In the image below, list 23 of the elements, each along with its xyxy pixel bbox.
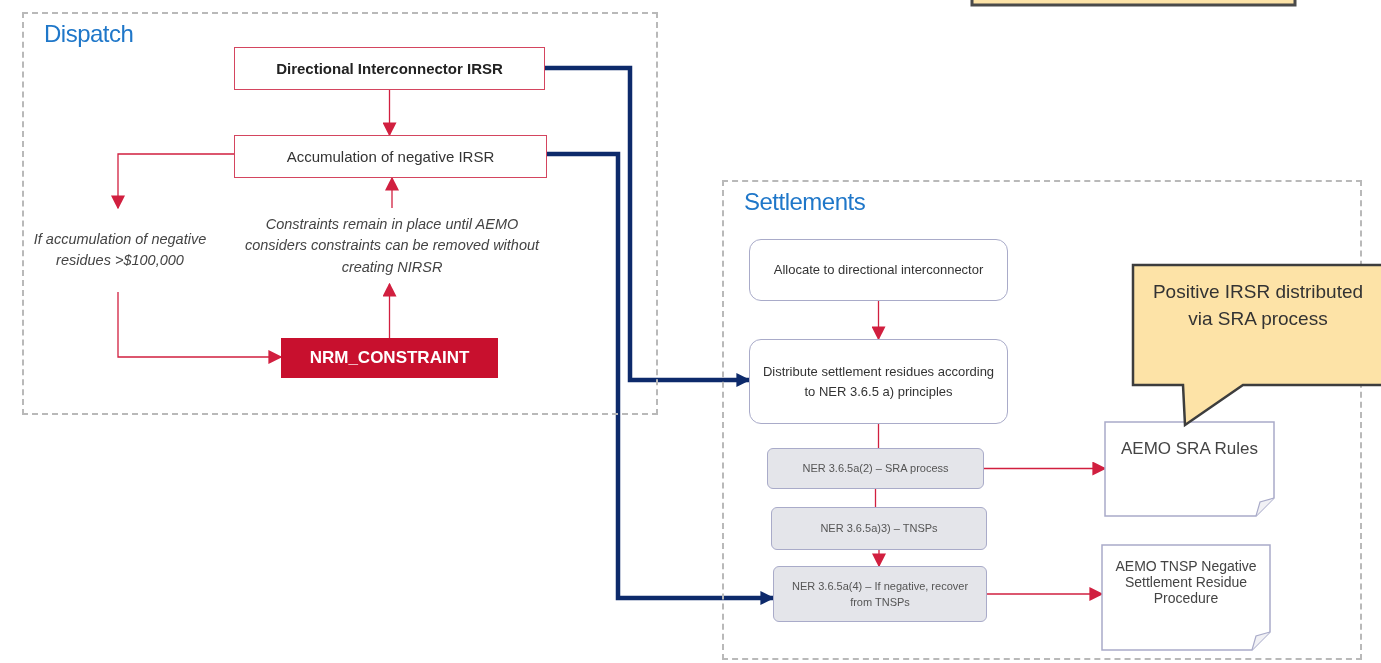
- dispatch-group: [22, 12, 658, 415]
- note-text: Constraints remain in place until AEMO considers constraints can be removed without creating NIRSR: [242, 208, 542, 284]
- process-box: Allocate to directional interconnector: [749, 239, 1008, 301]
- note-text: AEMO SRA Rules: [1121, 439, 1258, 459]
- note-text: Positive IRSR distributed via SRA process: [1151, 280, 1365, 331]
- note-text: AEMO TNSP Negative Settlement Residue Procedure: [1114, 558, 1258, 607]
- arrow: [872, 549, 886, 568]
- process-box: Accumulation of negative IRSR: [234, 135, 547, 178]
- condition-text: If accumulation of negative residues >$100,000: [32, 208, 208, 292]
- arrow: [547, 151, 775, 605]
- arrow: [382, 282, 397, 339]
- constraint-box: NRM_CONSTRAINT: [281, 338, 498, 378]
- arrow: [382, 89, 397, 137]
- process-box: Directional Interconnector IRSR: [234, 47, 545, 90]
- arrow: [111, 153, 235, 210]
- arrow: [117, 291, 283, 364]
- arrow: [385, 176, 399, 209]
- arrow: [545, 65, 751, 387]
- settlements-group: [722, 180, 1362, 660]
- group-title: Settlements: [744, 188, 866, 216]
- group-title: Dispatch: [44, 20, 134, 48]
- process-box: Distribute settlement residues according to NER 3.6.5 a) principles: [749, 339, 1008, 424]
- arrow: [871, 300, 886, 341]
